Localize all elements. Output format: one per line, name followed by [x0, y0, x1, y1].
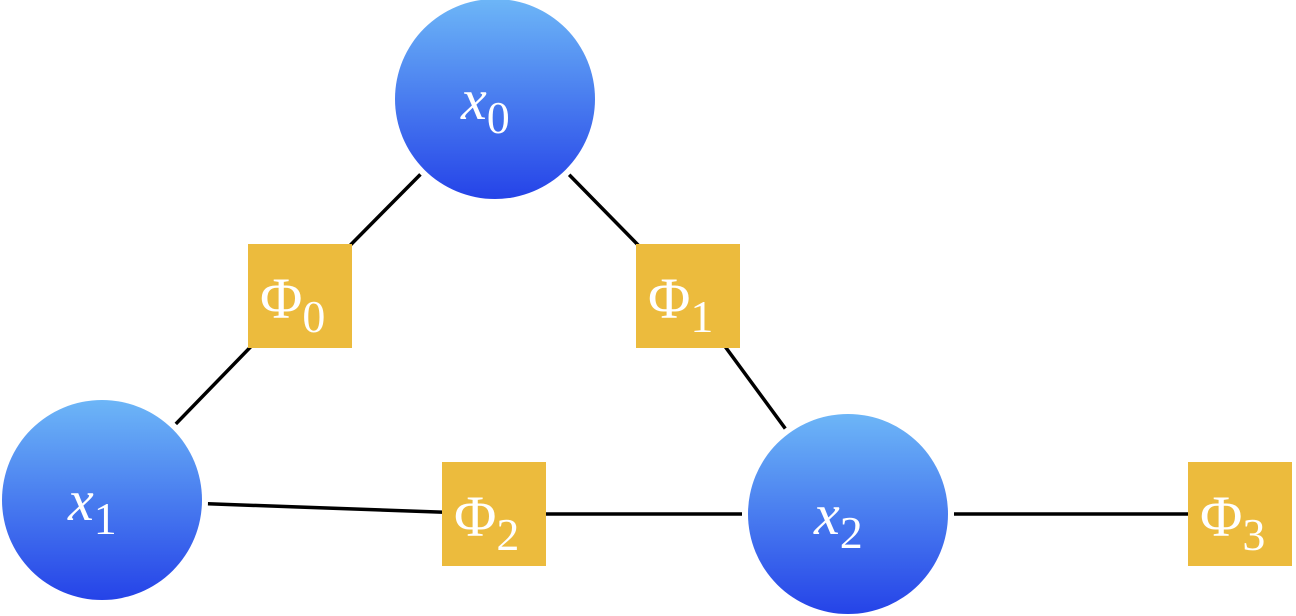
variable-nodes: x0 x1 x2	[2, 0, 948, 614]
variable-label: x0	[460, 67, 510, 143]
factor-node-phi1: Φ1	[636, 244, 740, 348]
factor-node-phi0: Φ0	[248, 244, 352, 348]
factor-node-phi3: Φ3	[1188, 462, 1292, 566]
factor-label: Φ2	[454, 484, 519, 560]
variable-node-x1: x1	[2, 400, 202, 600]
variable-circle	[2, 400, 202, 600]
variable-circle	[748, 414, 948, 614]
factor-label: Φ1	[648, 266, 713, 342]
factor-node-phi2: Φ2	[442, 462, 546, 566]
variable-node-x0: x0	[395, 0, 595, 199]
factor-label: Φ3	[1200, 484, 1265, 560]
variable-node-x2: x2	[748, 414, 948, 614]
variable-label: x1	[67, 468, 117, 544]
factor-box	[636, 244, 740, 348]
variable-label: x2	[813, 482, 863, 558]
variable-circle	[395, 0, 595, 199]
factor-box	[248, 244, 352, 348]
edges	[174, 173, 1240, 516]
factor-box	[442, 462, 546, 566]
factor-label: Φ0	[260, 266, 325, 342]
factor-box	[1188, 462, 1292, 566]
